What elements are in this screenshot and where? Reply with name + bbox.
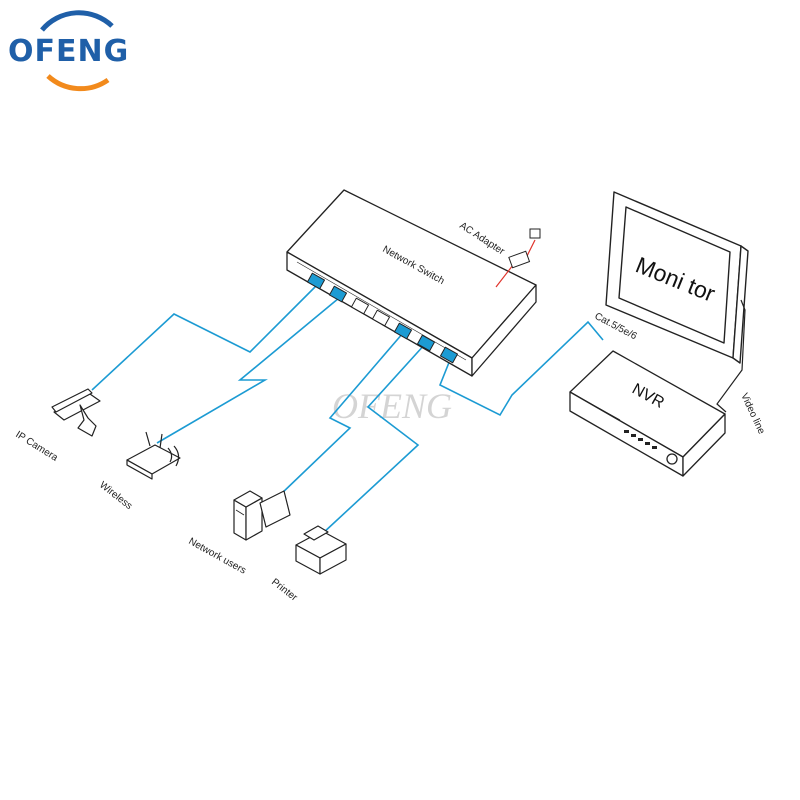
cable-printer xyxy=(321,342,427,535)
router-front xyxy=(126,459,153,480)
ip-camera xyxy=(51,388,101,437)
logo-arc-bottom xyxy=(46,74,110,92)
printer-label: Printer xyxy=(269,577,300,604)
switch-port-1 xyxy=(306,272,326,290)
brand-logo: OFENG xyxy=(8,10,129,92)
cable-wireless xyxy=(156,297,340,444)
power-plug xyxy=(529,228,541,239)
printer xyxy=(295,525,347,575)
nvr-front-slot xyxy=(585,400,621,421)
network-users-label: Network users xyxy=(187,536,248,577)
switch-ports xyxy=(306,272,459,364)
camera-mount xyxy=(77,404,97,437)
monitor-screen xyxy=(618,206,731,344)
logo-arc-top xyxy=(40,10,114,32)
router-antenna-left xyxy=(145,431,151,447)
switch-port-3 xyxy=(350,297,370,315)
switch-port-2 xyxy=(328,285,348,303)
switch-port-7 xyxy=(439,346,459,364)
power-brick xyxy=(508,250,531,269)
nvr-buttons xyxy=(624,430,657,449)
switch-port-5 xyxy=(393,322,413,340)
monitor-side xyxy=(732,245,749,364)
nvr-side xyxy=(682,413,726,477)
wireless-label: Wireless xyxy=(97,480,134,512)
logo-text: OFENG xyxy=(8,34,129,69)
router-antenna-right xyxy=(159,433,163,449)
cable-network-users xyxy=(279,332,404,496)
cable-ip-camera xyxy=(91,284,318,391)
wireless-router xyxy=(126,431,181,480)
watermark-text: OFENG xyxy=(332,386,452,426)
signal-arcs-icon xyxy=(167,445,180,467)
monitor xyxy=(605,191,749,364)
pc-tower-top xyxy=(233,490,263,508)
switch-port-6 xyxy=(416,334,436,352)
switch-port-4 xyxy=(371,309,391,327)
cable-nvr xyxy=(438,320,604,417)
video-line-label: Video line xyxy=(738,392,767,437)
network-user-pc xyxy=(233,490,291,541)
network-switch xyxy=(286,189,537,377)
pc-tower-slot xyxy=(235,509,245,516)
switch-front-inner-edge xyxy=(296,261,467,361)
printer-paper xyxy=(303,525,329,541)
ip-camera-label: IP Camera xyxy=(13,429,60,464)
printer-side xyxy=(319,543,347,575)
switch-side xyxy=(471,284,537,377)
network-cables xyxy=(91,284,604,535)
nvr-power-knob xyxy=(666,453,678,465)
video-line xyxy=(716,299,746,413)
pc-monitor xyxy=(259,490,291,528)
nvr xyxy=(569,350,726,477)
camera-hood xyxy=(51,388,93,413)
